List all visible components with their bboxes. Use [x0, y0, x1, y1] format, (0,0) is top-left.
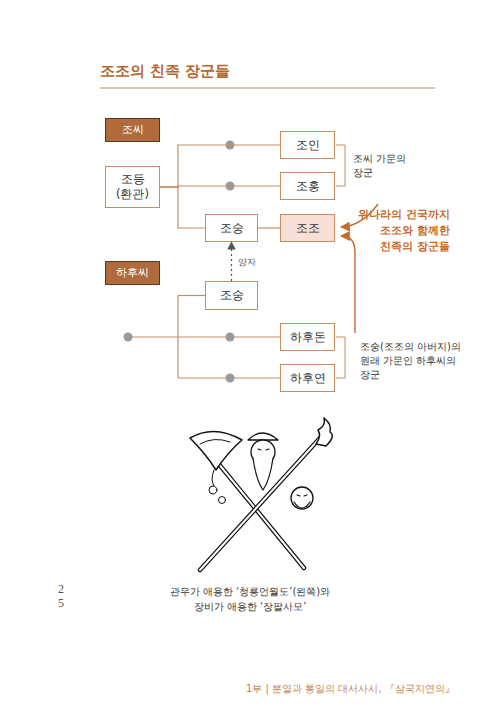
tree-wire: [128, 336, 178, 337]
tree-line: [258, 227, 280, 228]
family-tag: 조씨: [105, 118, 160, 142]
page-number: 25: [58, 582, 66, 610]
tree-line: [160, 187, 205, 228]
node-text: 조홍: [296, 179, 320, 194]
guanyu-eyes: [258, 449, 269, 450]
edge-label: 양자: [238, 256, 256, 269]
title-rule: [100, 88, 435, 89]
guandao-blade: [190, 431, 242, 470]
spear-shaft: [200, 438, 320, 570]
person-box: 조등 (환관): [105, 166, 160, 208]
highlight-note: 위나라의 건국까지 조조와 함께한 친족의 장군들: [348, 207, 450, 255]
spear-head: [316, 418, 332, 446]
person-box: 조숭: [205, 214, 258, 242]
node-text: 조씨: [122, 123, 144, 137]
node-text: 하후돈: [290, 330, 326, 345]
zhangfei-eyes: [297, 495, 307, 496]
diagram-title: 조조의 친족 장군들: [100, 62, 230, 81]
edge-layer: [160, 145, 280, 281]
guandao-blade: [200, 439, 230, 444]
tassel: [219, 497, 226, 504]
bracket: [336, 145, 345, 186]
zhangfei-beard: [294, 502, 310, 508]
tree-dot: [226, 333, 235, 342]
node-text: 조인: [296, 138, 320, 153]
node-text: 하후연: [290, 371, 326, 386]
zhangfei-face: [291, 487, 313, 509]
guanyu-hat: [248, 433, 278, 440]
running-footer: 1부 | 분열과 통일의 대서사시, 『삼국지연의』: [246, 682, 476, 696]
person-box: 조숭: [205, 281, 258, 310]
tree-line: [160, 145, 280, 187]
person-box: 조인: [280, 131, 335, 159]
tree-dots: [124, 333, 235, 383]
tree-wire: [178, 295, 205, 296]
node-text: 조조: [296, 221, 320, 236]
bracket: [336, 337, 345, 378]
spear-shaft: [200, 438, 320, 570]
tassel: [209, 486, 217, 494]
tree-dot: [124, 333, 133, 342]
node-text: 조숭: [220, 221, 244, 236]
node-text: 조등 (환관): [114, 172, 152, 202]
person-box: 조홍: [280, 172, 335, 200]
bracket-note: 조숭(조조의 아버지)의 원래 가문인 하후씨의 장군: [360, 340, 468, 382]
bracket-note: 조씨 가문의 장군: [353, 152, 415, 180]
person-box: 하후연: [280, 364, 335, 392]
node-text: 조숭: [220, 288, 244, 303]
tree-dots: [226, 141, 235, 191]
weapons-illustration: [190, 418, 332, 570]
person-box: 조조: [280, 214, 335, 242]
figure-caption: 관우가 애용한 ‘청룡언월도’(왼쪽)와 장비가 애용한 ‘장팔사모’: [160, 585, 340, 614]
tassel: [212, 470, 214, 486]
tree-dot: [226, 374, 235, 383]
person-box: 하후돈: [280, 323, 335, 351]
adoption-arrow: [231, 242, 232, 281]
family-tag: 하후씨: [105, 261, 160, 285]
pointer-arrow: [341, 236, 355, 333]
guanyu-beard: [253, 458, 273, 490]
node-text: 하후씨: [116, 266, 149, 280]
